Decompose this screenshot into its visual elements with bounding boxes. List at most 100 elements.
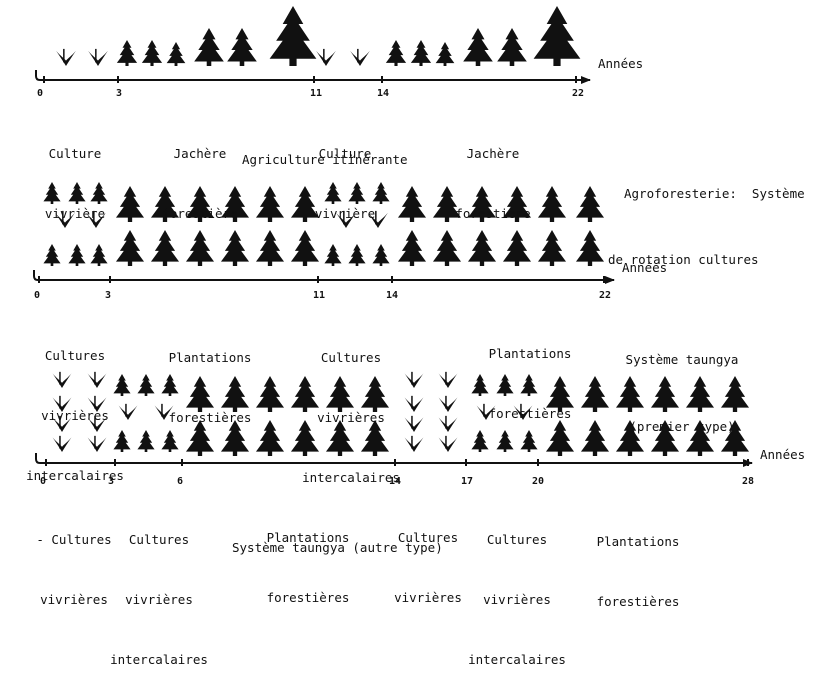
tree-icon [471,430,489,452]
tree-icon [113,374,131,396]
p3-tick-14: 14 [389,476,402,487]
crop-icon [87,397,107,412]
tree-icon [432,230,462,266]
p1-axis-label: Années [598,56,644,71]
tree-icon [467,230,497,266]
tree-icon [348,182,366,204]
p1-tick-3: 3 [116,88,123,99]
tree-icon [141,40,163,66]
tree-icon [290,230,320,266]
crop-icon [55,212,75,228]
p1-tick-22: 22 [572,88,585,99]
p2-plantations-a-line2: forestières [168,410,252,425]
p3-cultures-int-b-line2: vivrières [483,592,551,607]
tree-icon [360,376,390,412]
crop-icon [87,437,107,452]
tree-icon [685,420,715,456]
tree-icon [720,376,750,412]
tree-icon [650,420,680,456]
tree-icon [269,6,317,66]
tree-icon [115,186,145,222]
tree-icon [435,42,455,66]
tree-icon [255,230,285,266]
tree-icon [115,230,145,266]
tree-icon [194,28,224,66]
tree-icon [220,186,250,222]
tree-icon [360,420,390,456]
tree-icon [385,40,407,66]
p2-plantations-a-line1: Plantations [168,350,252,365]
crop-icon [86,212,106,228]
crop-icon [404,437,424,452]
p2-cultures-a-line3: intercalaires [26,468,124,483]
p3-cultures-int-a: Cultures vivrières intercalaires [104,490,214,690]
p2-axis [33,270,615,284]
p1-jachere-b: Jachère forestière [448,104,538,244]
tree-icon [348,244,366,266]
p2-cultures-a-line2: vivrières [41,408,109,423]
p2-cultures-b-line1: Cultures [320,350,382,365]
crop-icon [154,405,174,420]
tree-icon [467,186,497,222]
p1-culture-a-line1: Culture [48,146,102,161]
tree-icon [290,420,320,456]
tree-icon [575,186,605,222]
crop-icon [438,437,458,452]
tree-icon [290,376,320,412]
crop-icon [336,212,356,228]
tree-icon [220,420,250,456]
p2-cultures-a: Cultures vivrières intercalaires [20,306,130,506]
p1-jachere-a-line1: Jachère [173,146,227,161]
p3-tick-20: 20 [532,476,545,487]
tree-icon [161,430,179,452]
crop-icon [438,417,458,432]
tree-icon [496,374,514,396]
crop-icon [87,373,107,388]
tree-icon [255,420,285,456]
tree-icon [185,230,215,266]
tree-icon [397,186,427,222]
tree-icon [290,186,320,222]
tree-icon [463,28,493,66]
p1-tick-14: 14 [377,88,390,99]
tree-icon [537,186,567,222]
crop-icon [513,405,533,420]
tree-icon [580,420,610,456]
p2-cultures-b: Cultures vivrières intercalaires [296,308,406,508]
p1-tick-0: 0 [37,88,44,99]
p2-plantations-b-line2: forestières [488,406,572,421]
agroforestry-diagram [33,6,753,467]
tree-icon [150,230,180,266]
tree-icon [533,6,581,66]
tree-icon [90,244,108,266]
crop-icon [368,212,388,228]
tree-icon [161,374,179,396]
tree-icon [615,420,645,456]
p2-axis-label: Années [622,260,668,275]
tree-icon [185,186,215,222]
tree-icon [185,376,215,412]
crop-icon [404,397,424,412]
p3-cultures-b-line2: vivrières [394,590,462,605]
p2-caption-line2: (premier type) [629,419,735,434]
crop-icon [52,437,72,452]
p2-tick-0: 0 [34,290,41,301]
crop-icon [56,50,76,66]
p3-cultures-int-b-line3: intercalaires [468,652,566,667]
p1-jachere-a-line2: forestière [162,206,238,221]
tree-icon [113,430,131,452]
tree-icon [372,182,390,204]
p1-culture-a-line2: vivrière [44,206,106,221]
tree-icon [43,182,61,204]
p3-tick-0: 0 [40,476,47,487]
p3-cultures-int-b-line1: Cultures [486,532,548,547]
tree-icon [575,230,605,266]
crop-icon [316,50,336,66]
crop-icon [52,417,72,432]
p3-tick-6: 6 [177,476,184,487]
tree-icon [185,420,215,456]
tree-icon [325,376,355,412]
tree-icon [68,182,86,204]
p2-cultures-a-line1: Cultures [44,348,106,363]
p3-cultures-int-a-line2: vivrières [125,592,193,607]
